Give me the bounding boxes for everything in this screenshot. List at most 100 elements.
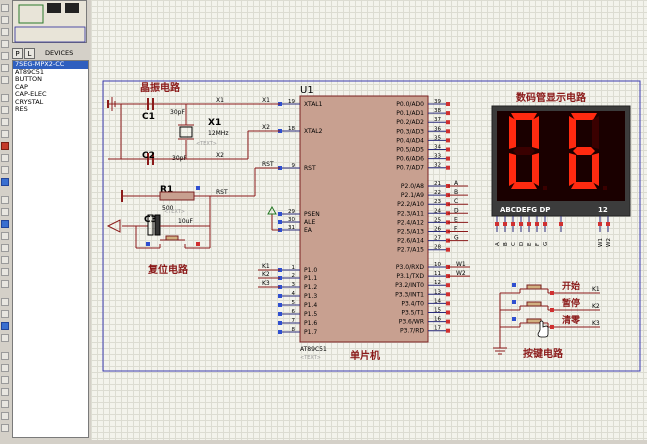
device-list-item[interactable]: CRYSTAL (15, 97, 44, 106)
mcu-pin-name: P0.6/AD6 (396, 156, 424, 163)
mcu-pin-name: P3.6/WR (399, 319, 424, 326)
arc-tool-icon[interactable] (1, 232, 9, 240)
device-list-item[interactable]: BUTTON (15, 75, 43, 83)
probe-current-tool-icon[interactable] (1, 166, 9, 174)
key-button-cap (526, 301, 542, 307)
select-tool-icon[interactable] (1, 4, 9, 12)
mcu-pin-name: P1.6 (304, 320, 317, 327)
rotate-ccw-icon[interactable] (1, 310, 9, 318)
c3-value: 10uF (178, 218, 193, 225)
mcu-pin-marker (278, 321, 282, 325)
mcu-pin-marker (446, 247, 450, 252)
c1-ref: C1 (142, 112, 155, 122)
terminal-tool-icon[interactable] (1, 94, 9, 102)
graph-tool-icon[interactable] (1, 118, 9, 126)
c3-ref: C3 (144, 215, 157, 225)
seven-seg-segment (569, 153, 576, 186)
mcu-pin-number: 39 (434, 99, 441, 105)
circle-tool-icon[interactable] (1, 220, 9, 228)
keys-title: 按键电路 (523, 347, 564, 360)
line-tool-icon[interactable] (1, 196, 9, 204)
net-label-seg: F (454, 226, 458, 233)
mcu-pin-marker (278, 212, 282, 216)
text-tool-icon[interactable] (1, 256, 9, 264)
mcu-pin-name: P2.3/A11 (397, 210, 424, 217)
marker-tool-icon[interactable] (1, 280, 9, 288)
mcu-pin-number: 34 (434, 145, 441, 151)
seven-seg-segment (571, 182, 597, 189)
library-manager-button[interactable]: L (24, 48, 35, 59)
mcu-pin-name: P2.5/A13 (397, 229, 424, 236)
box-tool-icon[interactable] (1, 208, 9, 216)
device-header: P L DEVICES (12, 48, 89, 60)
generator-tool-icon[interactable] (1, 142, 9, 150)
mcu-pin-name: RST (304, 165, 316, 172)
tape-tool-icon[interactable] (1, 130, 9, 138)
net-label-key: K3 (262, 280, 270, 287)
mirror-y-icon[interactable] (1, 334, 9, 342)
seven-seg-segment (592, 153, 599, 186)
reset-button-cap (165, 235, 179, 241)
bus-tool-icon[interactable] (1, 64, 9, 72)
mcu-pin-name: P1.4 (304, 302, 317, 309)
overview-window[interactable] (12, 0, 87, 43)
pin-tool-icon[interactable] (1, 106, 9, 114)
display-pin-marker (598, 222, 602, 226)
mcu-pin-marker (446, 328, 450, 333)
device-list-item[interactable]: CAP-ELEC (15, 90, 47, 98)
symbol-tool-icon[interactable] (1, 268, 9, 276)
key-pin-marker (550, 291, 554, 295)
mcu-pin-number: 25 (434, 217, 441, 223)
path-tool-icon[interactable] (1, 244, 9, 252)
pan-icon[interactable] (1, 412, 9, 420)
mcu-pin-name: P0.2/AD2 (396, 119, 424, 126)
mcu-pin-name: P3.7/RD (400, 328, 424, 335)
mcu-pin-number: 30 (288, 217, 295, 223)
wire-label-tool-icon[interactable] (1, 40, 9, 48)
display-pin-marker (519, 222, 523, 226)
junction-tool-icon[interactable] (1, 28, 9, 36)
key-net-label: K1 (592, 286, 600, 293)
device-list-item[interactable]: AT89C51 (15, 67, 44, 76)
display-seg-net-label: G (543, 242, 549, 246)
step-icon[interactable] (1, 364, 9, 372)
reset-pin-marker (196, 242, 200, 246)
c1-value: 30pF (170, 109, 185, 116)
play-icon[interactable] (1, 352, 9, 360)
mcu-pin-marker (446, 138, 450, 143)
mcu-pin-number: 27 (434, 236, 441, 242)
device-list-item[interactable]: CAP (15, 82, 28, 91)
device-list-item[interactable]: 7SEG-MPX2-CC (13, 60, 88, 69)
mcu-pin-number: 9 (292, 163, 296, 169)
zoom-icon[interactable] (1, 400, 9, 408)
mcu-pin-number: 18 (288, 126, 295, 132)
mcu-pin-name: EA (304, 227, 313, 234)
grid-icon[interactable] (1, 424, 9, 432)
mirror-x-icon[interactable] (1, 322, 9, 330)
virtual-instrument-tool-icon[interactable] (1, 178, 9, 186)
c3-plate (147, 214, 154, 236)
mcu-pin-number: 21 (434, 181, 441, 187)
seven-seg-segment (511, 182, 537, 189)
mcu-pin-marker (446, 156, 450, 161)
display-digit-sel-label: 12 (598, 206, 608, 214)
seven-seg-segment (532, 153, 539, 186)
rotate-cw-icon[interactable] (1, 298, 9, 306)
component-tool-icon[interactable] (1, 16, 9, 24)
mcu-pin-marker (446, 111, 450, 116)
c2-ref: C2 (142, 151, 155, 161)
display-seg-net-label: C (511, 242, 517, 246)
pause-icon[interactable] (1, 376, 9, 384)
display-pin-marker (559, 222, 563, 226)
subcircuit-tool-icon[interactable] (1, 76, 9, 84)
display-seg-net-label: A (495, 242, 501, 246)
mcu-ref-label: U1 (300, 85, 314, 96)
device-list-item[interactable]: RES (15, 105, 28, 113)
mcu-pin-marker (278, 220, 282, 224)
pick-device-button[interactable]: P (12, 48, 23, 59)
text-script-tool-icon[interactable] (1, 52, 9, 60)
stop-icon[interactable] (1, 388, 9, 396)
probe-voltage-tool-icon[interactable] (1, 154, 9, 162)
